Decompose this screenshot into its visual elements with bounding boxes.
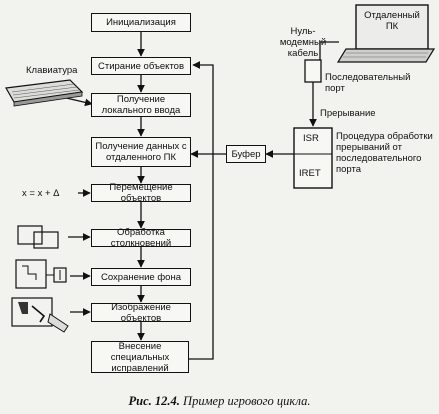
save-background-box: Сохранение фона (91, 268, 191, 286)
serial-port-label: Последовательный порт (325, 72, 411, 94)
collision-boxes-icon (17, 225, 59, 249)
figure-caption: Рис. 12.4. Пример игрового цикла. (0, 394, 439, 409)
iret-label: IRET (299, 168, 321, 179)
erase-objects-box: Стирание объектов (91, 57, 191, 75)
null-modem-cable (319, 41, 339, 60)
figure-number: Рис. 12.4. (128, 394, 180, 408)
remote-pc-label: Отдаленный ПК (364, 10, 420, 32)
keyboard-label: Клавиатура (26, 65, 78, 76)
interrupt-label: Прерывание (320, 108, 376, 119)
local-input-box: Получение локального ввода (91, 93, 191, 117)
draw-objects-box: Изображение объектов (91, 302, 191, 324)
keyboard-icon (5, 79, 84, 107)
special-fixes-box: Внесение специальных исправлений (91, 341, 189, 374)
collision-box: Обработка столкновений (91, 227, 191, 249)
move-objects-box: Перемещение объектов (91, 182, 191, 204)
laptop-icon (336, 4, 436, 63)
remote-data-box: Получение данных с отдаленного ПК (91, 137, 191, 167)
handler-label: Процедура обработки прерываний от послед… (336, 131, 433, 175)
null-modem-label: Нуль-модемный кабель (279, 26, 327, 59)
arrow-loop-back (189, 61, 214, 360)
buffer-box: Буфер (226, 145, 266, 163)
init-box: Инициализация (91, 13, 191, 32)
draw-objects-icon (11, 297, 69, 333)
save-background-icon (15, 259, 67, 289)
figure-title: Пример игрового цикла. (183, 394, 311, 408)
isr-label: ISR (303, 133, 319, 144)
isr-block (293, 127, 333, 189)
serial-port-icon (304, 59, 322, 83)
formula-label: x = x + Δ (22, 188, 60, 199)
